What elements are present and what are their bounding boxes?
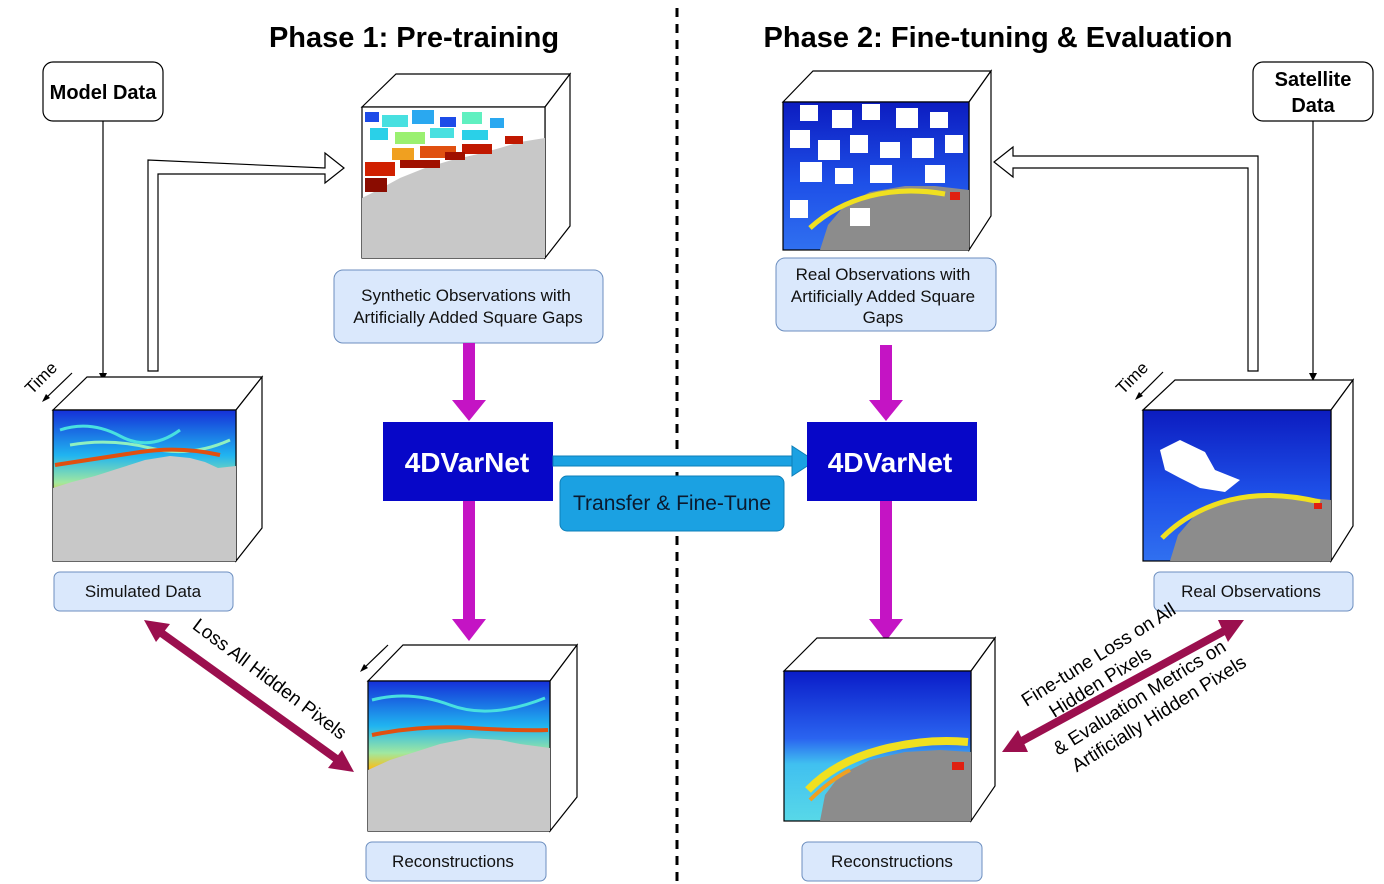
reconstruction-left-map [368, 694, 550, 831]
finetune-loss-arrow [1002, 620, 1244, 752]
simulated-caption: Simulated Data [85, 582, 202, 601]
reconstruction-right-map [805, 737, 971, 821]
time-label-left: Time [21, 358, 61, 398]
model-to-simulated-arrow [99, 121, 107, 381]
reconstruction-left-time-indicator [360, 644, 389, 672]
synthetic-observations-cube [360, 72, 572, 260]
net-to-reconstruction-left-arrow [452, 501, 486, 641]
time-indicator-right: Time [1112, 358, 1164, 400]
phase1-title: Phase 1: Pre-training [269, 22, 559, 54]
real-observations-cube [1141, 378, 1355, 564]
simulated-data-caption: Simulated Data [53, 571, 234, 612]
transfer-caption: Transfer & Fine-Tune [559, 475, 785, 532]
simulated-data-map [53, 424, 236, 561]
real-gaps-caption-line1: Real Observations with [796, 265, 971, 284]
real-gaps-caption-line3: Gaps [863, 308, 904, 327]
reconstruction-left-caption: Reconstructions [365, 841, 547, 882]
synthetic-observations-caption: Synthetic Observations with Artificially… [333, 269, 604, 344]
net-to-reconstruction-right-arrow [869, 501, 903, 641]
reconstruction-left-cube [366, 643, 579, 833]
synthetic-caption-line1: Synthetic Observations with [361, 286, 571, 305]
transfer-label: Transfer & Fine-Tune [573, 492, 771, 515]
time-indicator-left: Time [21, 358, 73, 402]
model-data-label: Model Data [50, 82, 158, 104]
time-label-right: Time [1112, 358, 1152, 398]
real-gapped-observations-map [790, 104, 969, 250]
loss-left-label: Loss All Hidden Pixels [188, 615, 350, 744]
synthetic-caption-line2: Artificially Added Square Gaps [353, 308, 583, 327]
satellite-data-label-line1: Satellite [1275, 69, 1352, 91]
real-gaps-caption-line2: Artificially Added Square [791, 287, 975, 306]
real-to-gapped-arrow [993, 145, 1259, 372]
net-left-box: 4DVarNet [383, 422, 553, 501]
real-observations-map [1160, 440, 1331, 561]
reconstruction-right-caption: Reconstructions [801, 841, 983, 882]
satellite-to-real-arrow [1309, 121, 1317, 381]
net-right-label: 4DVarNet [828, 447, 953, 478]
gapped-to-net-arrow [869, 345, 903, 421]
simulated-data-cube [51, 375, 264, 563]
synthetic-observations-map [362, 110, 545, 258]
satellite-data-label-line2: Data [1291, 95, 1335, 117]
net-left-label: 4DVarNet [405, 447, 530, 478]
loss-left-arrow [144, 620, 354, 772]
reconstruction-right-cube [782, 636, 997, 823]
phase2-title: Phase 2: Fine-tuning & Evaluation [764, 22, 1233, 54]
real-observations-caption: Real Observations [1153, 571, 1354, 612]
model-data-box: Model Data [42, 61, 164, 122]
synthetic-to-net-arrow [452, 343, 486, 421]
real-observations-label: Real Observations [1181, 582, 1321, 601]
real-gapped-observations-cube [781, 69, 993, 253]
transfer-arrow [552, 445, 816, 477]
reconstruction-left-label: Reconstructions [392, 852, 514, 871]
real-gapped-observations-caption: Real Observations with Artificially Adde… [775, 257, 997, 332]
satellite-data-box: Satellite Data [1252, 61, 1374, 122]
reconstruction-right-label: Reconstructions [831, 852, 953, 871]
net-right-box: 4DVarNet [807, 422, 977, 501]
simulated-to-synthetic-arrow [147, 151, 345, 372]
